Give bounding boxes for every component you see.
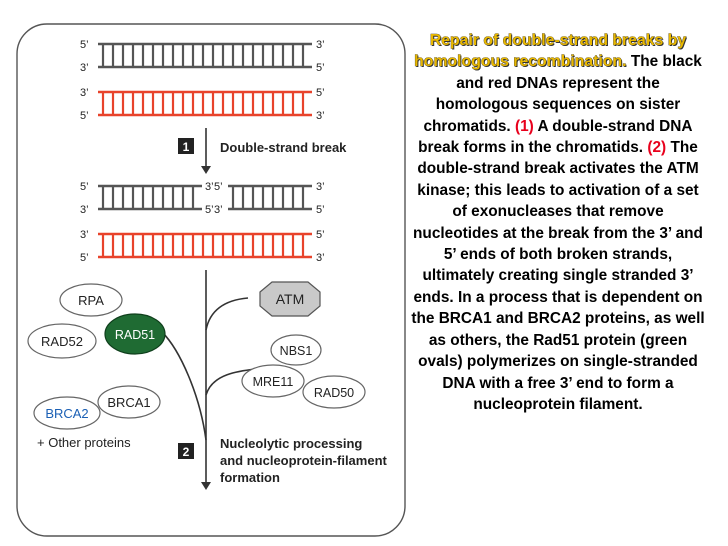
step-label-line: Nucleolytic processing	[220, 436, 362, 451]
end-label-3prime: 3’	[316, 252, 325, 264]
protein-label: RAD51	[115, 328, 155, 342]
protein-atm: ATM	[259, 281, 321, 317]
end-label-5prime: 5’	[214, 181, 223, 193]
protein-rad51: RAD51	[104, 313, 166, 355]
protein-brca2: BRCA2	[33, 396, 101, 430]
caption-text: A double-strand DNA break forms in the c…	[418, 117, 693, 157]
step-label-line: formation	[220, 470, 280, 485]
caption-title: Repair of double-strand breaks by homolo…	[414, 32, 687, 71]
end-label-5prime: 5’	[316, 62, 325, 74]
protein-label: RPA	[78, 293, 104, 308]
step-number-box	[178, 443, 194, 459]
pathway-branch-proteins	[161, 331, 207, 441]
end-label-3prime: 3’	[80, 204, 89, 216]
step-number: 2	[183, 445, 190, 459]
end-label-3prime: 3’	[316, 181, 325, 193]
dna-duplex-black-broken-left	[98, 184, 202, 211]
end-label-3prime: 3’	[80, 229, 89, 241]
end-label-5prime: 5’	[205, 204, 214, 216]
pathway-branch-atm	[205, 297, 249, 331]
step-2-marker: (2)	[647, 139, 667, 157]
protein-label: MRE11	[253, 375, 294, 389]
arrow-head-icon	[201, 166, 211, 174]
protein-label: RAD52	[41, 334, 83, 349]
end-label-5prime: 5’	[80, 110, 89, 122]
step-number-box	[178, 138, 194, 154]
end-label-5prime: 5’	[316, 87, 325, 99]
protein-rad52: RAD52	[27, 323, 97, 359]
other-proteins-label: + Other proteins	[37, 435, 131, 450]
protein-label: ATM	[276, 291, 305, 307]
step-label: Double-strand break	[220, 140, 347, 155]
protein-mre11: MRE11	[241, 364, 305, 398]
protein-rpa: RPA	[59, 283, 123, 317]
end-label-3prime: 3’	[80, 87, 89, 99]
end-label-3prime: 3’	[316, 39, 325, 51]
protein-label: BRCA2	[45, 406, 88, 421]
dna-duplex-red	[98, 232, 312, 259]
caption-text: The black and red DNAs represent the hom…	[423, 53, 702, 135]
end-label-3prime: 3’	[80, 62, 89, 74]
dna-duplex-black-broken-right	[228, 184, 312, 211]
step-number: 1	[183, 140, 190, 154]
end-label-3prime: 3’	[316, 110, 325, 122]
figure-caption: Repair of double-strand breaks by homolo…	[408, 30, 708, 415]
protein-nbs1: NBS1	[270, 334, 322, 366]
end-label-5prime: 5’	[80, 252, 89, 264]
dna-duplex-black-intact	[98, 42, 312, 69]
step-label-line: and nucleoprotein-filament	[220, 453, 388, 468]
caption-text: The double-strand break activates the AT…	[411, 139, 705, 413]
end-label-5prime: 5’	[316, 229, 325, 241]
protein-brca1: BRCA1	[97, 385, 161, 419]
end-label-5prime: 5’	[80, 39, 89, 51]
protein-label: BRCA1	[107, 395, 150, 410]
end-label-3prime: 3’	[205, 181, 214, 193]
protein-label: RAD50	[314, 386, 354, 400]
arrow-head-icon	[201, 482, 211, 490]
end-label-5prime: 5’	[80, 181, 89, 193]
end-label-5prime: 5’	[316, 204, 325, 216]
protein-label: NBS1	[280, 344, 313, 358]
dna-duplex-red-intact	[98, 90, 312, 117]
protein-rad50: RAD50	[302, 375, 366, 409]
step-1-marker: (1)	[514, 117, 534, 135]
end-label-3prime: 3’	[214, 204, 223, 216]
